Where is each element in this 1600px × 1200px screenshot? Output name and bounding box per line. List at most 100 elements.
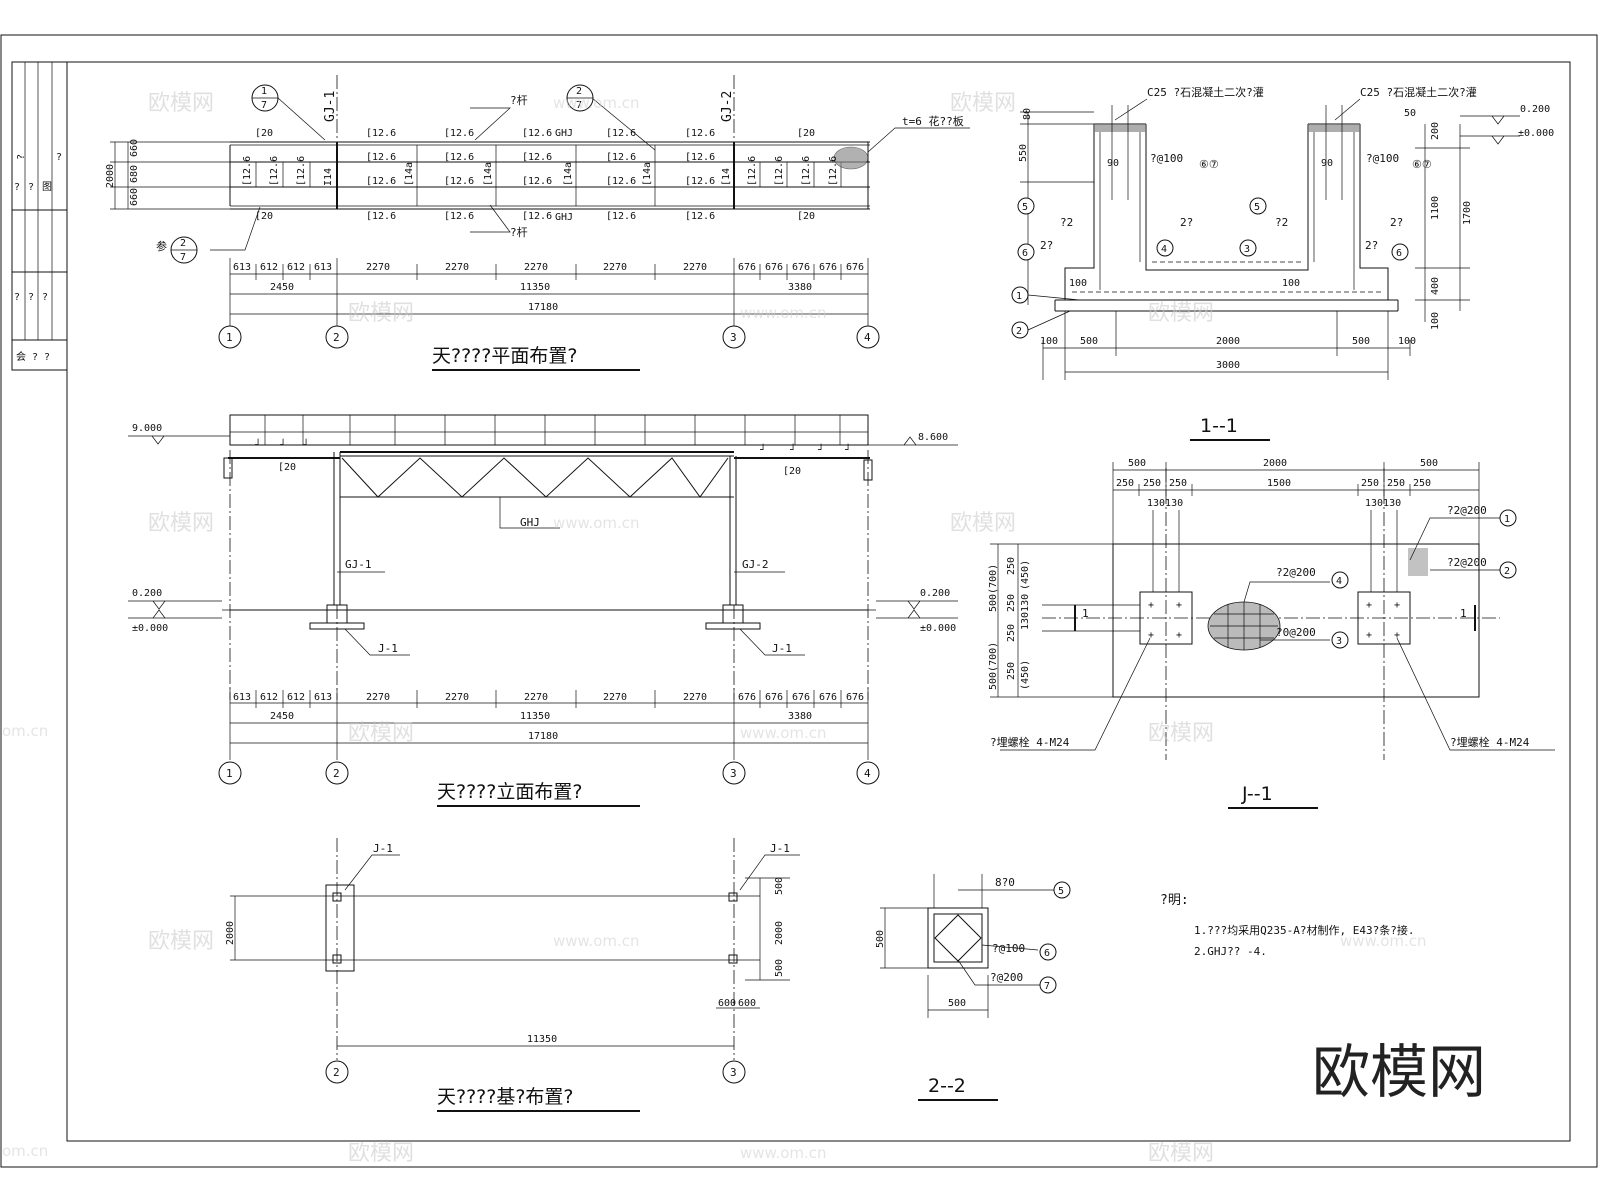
section-2-2-view: 500 500 8?0 5 ?@100 6 ?@200 7 2--2 — [875, 874, 1071, 1101]
svg-text:7: 7 — [1044, 981, 1050, 992]
s11-d500-l: 500 — [1080, 336, 1098, 347]
foundation-plan-view: 2000 500 2000 500 600 600 11350 J-1 J-1 … — [225, 838, 800, 1112]
plan-dim-s2: 612 — [260, 262, 278, 273]
notes-line-1: 1.???均采用Q235-A?材制作, E43?条?接. — [1194, 923, 1414, 937]
plan-axis-2-label: 2 — [333, 331, 340, 344]
elev-dim-s3: 612 — [287, 692, 305, 703]
elev-dim-s2: 612 — [260, 692, 278, 703]
plan-c126-12: [12.6 — [444, 176, 474, 187]
plan-dim-m3: 3380 — [788, 282, 812, 293]
svg-text:+: + — [1176, 600, 1182, 611]
elev-dim-s7: 2270 — [524, 692, 548, 703]
fnd-axis-2: 2 — [325, 1060, 349, 1084]
plan-dim-s6: 2270 — [445, 262, 469, 273]
elev-axis-2-label: 2 — [333, 767, 340, 780]
wm-url-8: om.cn — [2, 1142, 48, 1160]
plan-dim-s7: 2270 — [524, 262, 548, 273]
j1-d250-3: 250 — [1169, 478, 1187, 489]
section-j1-view: + + + + + + + + — [988, 458, 1555, 809]
elev-axis-1: 1 — [218, 761, 242, 785]
plan-gj1-label: GJ-1 — [323, 91, 338, 122]
elev-dim-s8: 2270 — [603, 692, 627, 703]
s11-v100-a: 100 — [1069, 278, 1087, 289]
elev-c20-right: [20 — [783, 466, 801, 477]
elev-ghj-label: GHJ — [520, 516, 540, 529]
s11-d500-r: 500 — [1352, 336, 1370, 347]
wm-4: 欧模网 — [1148, 301, 1214, 326]
svg-text:+: + — [1148, 630, 1154, 641]
wm-url-6: www.om.cn — [553, 932, 640, 950]
elev-axis-4-label: 4 — [864, 767, 871, 780]
elev-9000-text: 9.000 — [132, 423, 162, 434]
j1-v500700-top: 500(700) — [988, 564, 999, 612]
plan-c126-6: [12.6 — [366, 152, 396, 163]
elev-j1-right: J-1 — [772, 642, 792, 655]
plan-c126-17: [12.6 — [444, 211, 474, 222]
j1-tag-2: 2 — [1499, 561, 1517, 579]
elev-purlin-3: ┘ — [303, 438, 309, 451]
s11-v400: 400 — [1430, 277, 1441, 295]
svg-text:2: 2 — [1504, 566, 1510, 577]
plan-axis-4: 4 — [856, 325, 880, 349]
elev-axis-1-label: 1 — [226, 767, 233, 780]
plan-bubble-2-7-top: 2 7 — [566, 84, 594, 112]
plan-v2000: 2000 — [105, 164, 116, 188]
j1-v450-2: (450) — [1020, 660, 1031, 690]
plan-c126-19: [12.6 — [606, 211, 636, 222]
s11-d2000: 2000 — [1216, 336, 1240, 347]
plan-axis-4-label: 4 — [864, 331, 871, 344]
wm-3: 欧模网 — [348, 301, 414, 326]
j1-d130-l: 130130 — [1147, 498, 1183, 509]
elev-dim-ticks — [229, 688, 869, 760]
s11-tag-6-left: 6 — [1017, 243, 1035, 261]
plan-c126-14: [12.6 — [606, 176, 636, 187]
j1-d250-1: 250 — [1116, 478, 1134, 489]
fnd-j1-left: J-1 — [373, 842, 393, 855]
j1-bolt-right: ?埋螺栓 4-M24 — [1450, 735, 1530, 749]
elev-dim-s4: 613 — [314, 692, 332, 703]
s22-tag-5: 5 — [1053, 881, 1071, 899]
svg-text:4: 4 — [1161, 244, 1167, 255]
plan-dim-s4: 613 — [314, 262, 332, 273]
svg-text:+: + — [1366, 630, 1372, 641]
plan-c14a-1: [14a — [404, 162, 415, 186]
s11-tag67-right: ⑥⑦ — [1412, 158, 1432, 171]
s22-r6-label: ?@100 — [992, 942, 1025, 955]
elev-purlin-6: ┘ — [818, 443, 824, 456]
tb-text-1: ? — [16, 154, 27, 160]
plan-v680: 680 — [129, 165, 140, 183]
elev-purlin-1: ┘ — [255, 438, 261, 451]
plan-dim-m1: 2450 — [270, 282, 294, 293]
plan-c20-tr: [20 — [797, 128, 815, 139]
s11-d100-r: 100 — [1398, 336, 1416, 347]
elev-axis-2: 2 — [325, 761, 349, 785]
plan-ghj-top: GHJ — [555, 128, 573, 139]
wm-11: 欧模网 — [1148, 1141, 1214, 1166]
elev-left-0000: ±0.000 — [132, 623, 168, 634]
plan-i14: I14 — [323, 168, 334, 186]
plan-bubble-1-bot: 7 — [261, 100, 267, 111]
svg-text:+: + — [1148, 600, 1154, 611]
elev-left-0200: 0.200 — [132, 588, 162, 599]
svg-text:+: + — [1394, 630, 1400, 641]
elev-c20-left: [20 — [278, 462, 296, 473]
j1-tag-1: 1 — [1499, 509, 1517, 527]
tb-text-4: 图 — [42, 181, 52, 193]
plan-c126-v2: [12.6 — [269, 156, 280, 186]
plan-axis-1-label: 1 — [226, 331, 233, 344]
j1-r2-label: ?2@200 — [1447, 556, 1487, 569]
elev-dim-m2: 11350 — [520, 711, 550, 722]
plan-dim-s14: 676 — [846, 262, 864, 273]
svg-text:2: 2 — [1016, 326, 1022, 337]
plan-ghj-bot: GHJ — [555, 212, 573, 223]
plan-ref-label: 参 — [156, 239, 167, 253]
plan-axis-1: 1 — [218, 325, 242, 349]
svg-text:4: 4 — [1336, 576, 1342, 587]
j1-r3-label: ?0@200 — [1276, 626, 1316, 639]
plan-c126-20: [12.6 — [685, 211, 715, 222]
plan-v660b: 660 — [129, 188, 140, 206]
s22-h500: 500 — [948, 998, 966, 1009]
s11-v90-left: 90 — [1107, 158, 1119, 169]
foundation-title: 天????基?布置? — [437, 1086, 574, 1108]
elev-dim-total: 17180 — [528, 731, 558, 742]
